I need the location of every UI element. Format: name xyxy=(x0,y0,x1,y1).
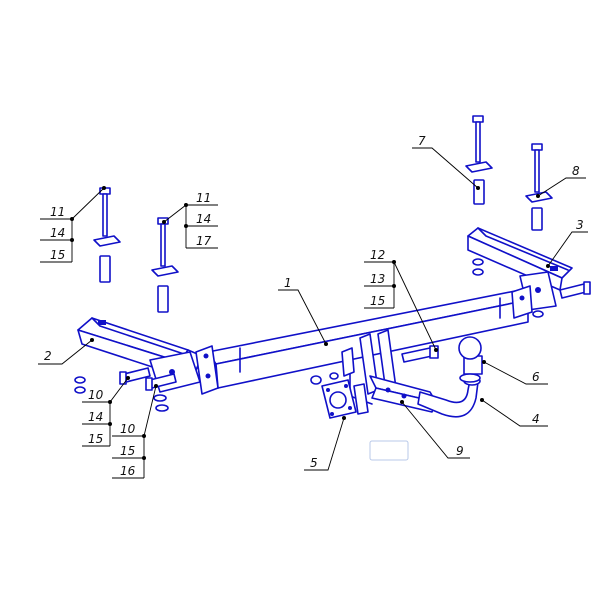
leader-lines xyxy=(38,147,588,479)
callout-14-middle: 14 xyxy=(196,212,211,226)
callout-17-middle: 17 xyxy=(196,234,212,248)
callout-3: 3 xyxy=(576,218,584,232)
callout-13: 13 xyxy=(370,272,385,286)
callout-4: 4 xyxy=(532,412,540,426)
callout-2: 2 xyxy=(44,349,52,363)
callout-12: 12 xyxy=(370,248,385,262)
callout-10-lower-middle: 10 xyxy=(120,422,136,436)
callout-labels: 1 2 3 4 5 6 7 8 9 11 14 15 11 14 17 12 1… xyxy=(44,134,584,478)
callout-16: 16 xyxy=(120,464,136,478)
bolt-set-middle xyxy=(151,217,179,313)
left-side-bracket xyxy=(77,317,203,393)
callout-15-left: 15 xyxy=(50,248,65,262)
nuts-center xyxy=(310,372,339,385)
callout-11-middle: 11 xyxy=(196,191,211,205)
bolt-set-left xyxy=(93,187,121,283)
right-side-bracket xyxy=(467,227,573,311)
callout-14-left: 14 xyxy=(50,226,65,240)
empty-label-box xyxy=(369,440,409,461)
callout-14-lower-left: 14 xyxy=(88,410,103,424)
callout-7: 7 xyxy=(418,134,426,148)
callout-11-left: 11 xyxy=(50,205,65,219)
tow-ball xyxy=(458,336,483,383)
callout-8: 8 xyxy=(572,164,580,178)
callout-6: 6 xyxy=(532,370,540,384)
electrical-socket-plate xyxy=(321,379,369,419)
bolt-8 xyxy=(525,143,553,231)
callout-9: 9 xyxy=(456,444,464,458)
callout-1: 1 xyxy=(284,276,292,290)
callout-5: 5 xyxy=(310,456,318,470)
bolts-right-bracket xyxy=(472,258,591,318)
callout-10-lower-left: 10 xyxy=(88,388,104,402)
bolt-7 xyxy=(465,115,493,205)
callout-15-lower-middle: 15 xyxy=(120,444,135,458)
callout-15-lower-left: 15 xyxy=(88,432,103,446)
callout-15-right: 15 xyxy=(370,294,385,308)
